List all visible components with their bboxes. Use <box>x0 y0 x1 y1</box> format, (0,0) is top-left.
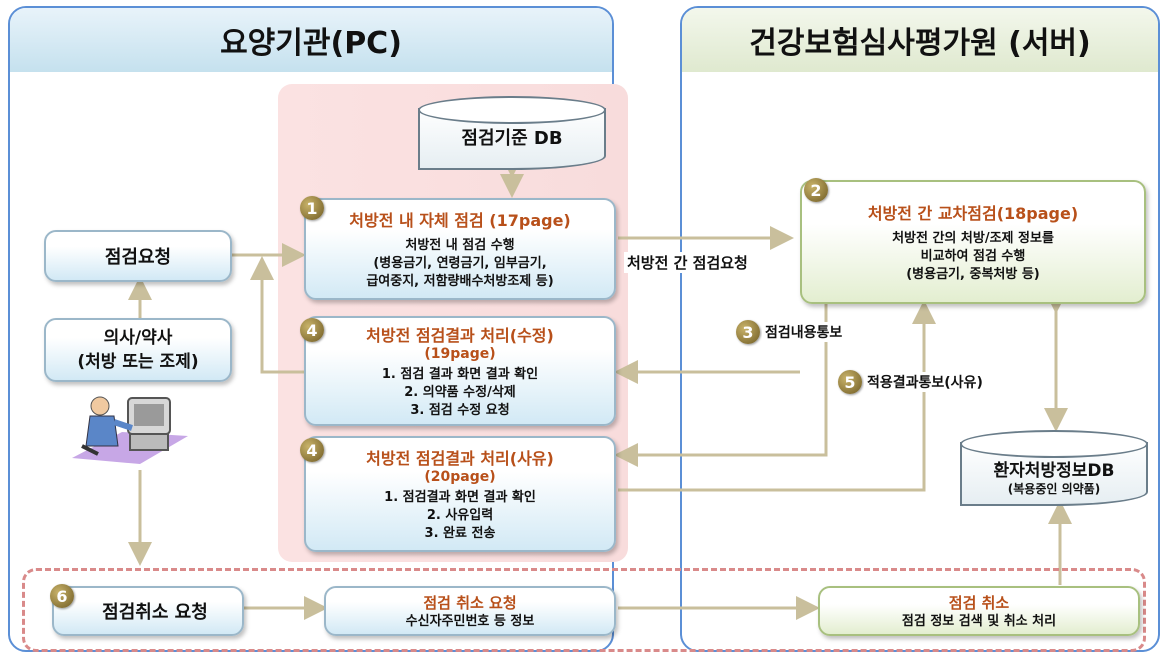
step4a-title: 처방전 점검결과 처리(수정) <box>366 326 554 345</box>
cancel-flow-zone <box>22 568 1146 652</box>
doctor-line2: (처방 또는 조제) <box>77 352 199 372</box>
step4a-item: 1. 점검 결과 화면 결과 확인 <box>381 367 539 382</box>
step4a-item: 2. 의약품 수정/삭제 <box>404 385 516 400</box>
step1-line2: (병용금기, 연령금기, 임부금기, <box>373 256 547 271</box>
step5-badge: 5 <box>838 370 862 394</box>
step5-label: 적용결과통보(사유) <box>864 372 986 392</box>
step2-line1: 처방전 간의 처방/조제 정보를 <box>892 231 1054 246</box>
step4b-item: 3. 완료 전송 <box>424 526 496 541</box>
step4a-loop-arrow <box>250 256 304 374</box>
cancel-info-box: 점검 취소 요청 수신자주민번호 등 정보 <box>324 586 616 636</box>
step3-to-step4b-arrow <box>614 372 828 467</box>
step2-line2: 비교하여 점검 수행 <box>920 249 1026 264</box>
step4a-badge: 4 <box>300 318 324 342</box>
server-panel <box>680 6 1160 652</box>
step3-badge: 3 <box>736 320 760 344</box>
check-request-label: 점검요청 <box>104 247 172 268</box>
step2-badge: 2 <box>804 178 828 202</box>
step4a-item: 3. 점검 수정 요청 <box>410 403 510 418</box>
patient-db-sub: (복용중인 의약품) <box>1007 482 1101 496</box>
server-cancel-title: 점검 취소 <box>948 593 1010 612</box>
patient-prescription-db: 환자처방정보DB (복용중인 의약품) <box>960 430 1148 506</box>
person-at-computer-icon <box>72 396 188 464</box>
cancel-request-box: 점검취소 요청 <box>52 586 244 636</box>
step4-reason-box: 처방전 점검결과 처리(사유) (20page) 1. 점검결과 화면 결과 확… <box>304 436 616 552</box>
cancel-info-sub: 수신자주민번호 등 정보 <box>405 613 535 629</box>
server-cancel-box: 점검 취소 점검 정보 검색 및 취소 처리 <box>818 586 1140 636</box>
step1-line1: 처방전 내 점검 수행 <box>405 238 515 253</box>
step6-badge: 6 <box>50 584 74 608</box>
patient-db-label: 환자처방정보DB <box>993 461 1115 481</box>
step1-badge: 1 <box>300 196 324 220</box>
step5-result-arrow <box>618 300 936 492</box>
step4b-page: (20page) <box>424 469 496 485</box>
step2-title: 처방전 간 교차점검(18page) <box>867 204 1079 223</box>
server-cancel-sub: 점검 정보 검색 및 취소 처리 <box>901 613 1057 629</box>
step1-line3: 급여중지, 저함량배수처방조제 등) <box>366 274 554 289</box>
check-criteria-db-label: 점검기준 DB <box>461 128 563 149</box>
doctor-pharmacist-box: 의사/약사 (처방 또는 조제) <box>44 318 232 382</box>
pc-panel-title: 요양기관(PC) <box>10 8 612 72</box>
step4b-title: 처방전 점검결과 처리(사유) <box>366 449 554 468</box>
step2-cross-check-box: 처방전 간 교차점검(18page) 처방전 간의 처방/조제 정보를 비교하여… <box>800 180 1146 304</box>
step1-title: 처방전 내 자체 점검 (17page) <box>349 211 571 230</box>
step4b-item: 1. 점검결과 화면 결과 확인 <box>384 490 536 505</box>
step4b-badge: 4 <box>300 438 324 462</box>
doctor-line1: 의사/약사 <box>103 328 173 348</box>
step4a-page: (19page) <box>424 346 496 362</box>
check-request-box: 점검요청 <box>44 230 232 282</box>
server-panel-title: 건강보험심사평가원 (서버) <box>682 8 1158 72</box>
step4b-item: 2. 사유입력 <box>426 508 494 523</box>
step2-line3: (병용금기, 중복처방 등) <box>906 267 1040 282</box>
inter-check-request-label: 처방전 간 점검요청 <box>624 252 751 273</box>
cancel-request-label: 점검취소 요청 <box>102 602 208 623</box>
step3-label: 점검내용통보 <box>762 322 846 342</box>
step4-modify-box: 처방전 점검결과 처리(수정) (19page) 1. 점검 결과 화면 결과 … <box>304 316 616 426</box>
step1-self-check-box: 처방전 내 자체 점검 (17page) 처방전 내 점검 수행 (병용금기, … <box>304 198 616 300</box>
cancel-info-title: 점검 취소 요청 <box>423 593 517 612</box>
check-criteria-db: 점검기준 DB <box>418 96 606 170</box>
